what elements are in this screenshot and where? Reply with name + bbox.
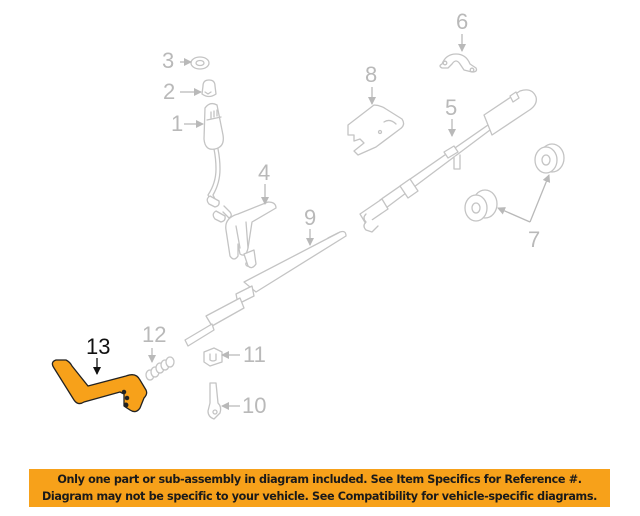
callout-6: 6 — [456, 9, 469, 34]
part-8-mount-bracket — [347, 104, 405, 156]
part-10-link — [207, 382, 222, 420]
callout-5: 5 — [445, 95, 458, 120]
part-4-bracket — [225, 201, 277, 269]
part-5-column-tube — [359, 89, 537, 233]
part-1-shift-lever — [203, 102, 232, 223]
part-13-lever-arm — [51, 359, 148, 413]
disclaimer-banner: Only one part or sub-assembly in diagram… — [29, 469, 610, 507]
banner-line-1: Only one part or sub-assembly in diagram… — [57, 473, 582, 486]
callout-2: 2 — [163, 79, 176, 104]
part-12-spring — [145, 356, 175, 381]
callout-8: 8 — [365, 62, 378, 87]
callout-1: 1 — [171, 111, 184, 136]
part-9-shaft — [184, 230, 347, 347]
callout-7: 7 — [528, 227, 541, 252]
part-2-knob-cap — [201, 79, 217, 98]
callout-10: 10 — [242, 393, 267, 418]
part-7-bushings — [464, 143, 565, 222]
callout-3: 3 — [162, 48, 175, 73]
callout-12: 12 — [142, 322, 167, 347]
callout-9: 9 — [304, 205, 317, 230]
part-6-clamp — [439, 53, 478, 73]
part-3-nut — [190, 56, 210, 70]
part-11-clip — [203, 347, 223, 367]
banner-line-2: Diagram may not be specific to your vehi… — [41, 490, 598, 503]
callout-13: 13 — [86, 334, 111, 359]
callout-4: 4 — [258, 160, 271, 185]
callout-11: 11 — [243, 342, 266, 367]
